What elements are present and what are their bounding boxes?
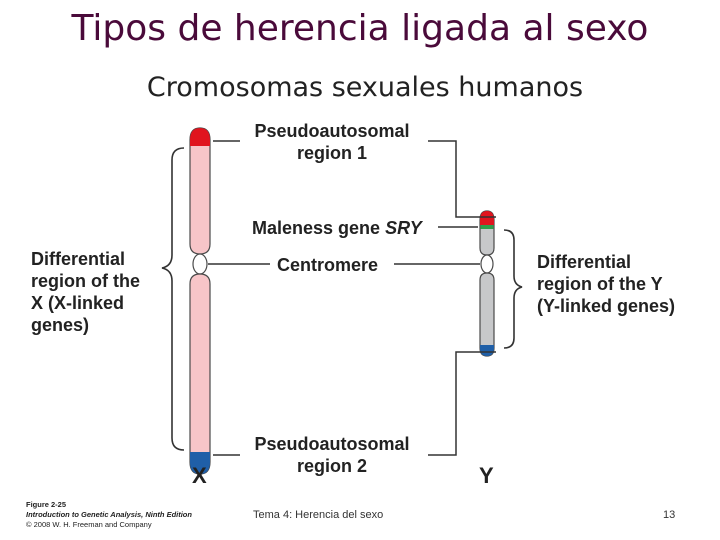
pseudo2-line2: region 2 — [296, 456, 367, 476]
page-number: 13 — [663, 509, 676, 521]
y-pseudoautosomal-region-1 — [480, 211, 494, 225]
pseudoautosomal-region-2-label: Pseudoautosomal region 2 — [232, 433, 432, 477]
x-chromosome-label: X — [192, 463, 207, 488]
y-chromosome — [479, 210, 495, 357]
diff-x-line3: X (X-linked — [31, 293, 125, 313]
maleness-gene-label: Maleness gene SRY — [252, 217, 422, 239]
pseudo1-line2: region 1 — [296, 143, 367, 163]
slide-title: Tipos de herencia ligada al sexo — [71, 8, 649, 49]
slide-subtitle: Cromosomas sexuales humanos — [146, 72, 584, 103]
y-chromosome-lower-arm — [479, 272, 495, 357]
x-centromere — [192, 253, 208, 275]
diff-y-line3: (Y-linked genes) — [537, 296, 676, 316]
sry-gene-name: SRY — [385, 218, 422, 238]
pseudo2-line-right — [428, 351, 496, 456]
pseudoautosomal-region-1-label: Pseudoautosomal region 1 — [232, 120, 432, 164]
x-chromosome-lower-arm — [189, 273, 211, 475]
diff-x-line4: genes) — [31, 315, 90, 335]
figure-credit: Figure 2-25 Introduction to Genetic Anal… — [26, 500, 192, 530]
figure-number: Figure 2-25 — [26, 500, 67, 509]
copyright: © 2008 W. H. Freeman and Company — [26, 520, 152, 529]
diff-y-line2: region of the Y — [537, 274, 663, 294]
maleness-prefix: Maleness gene — [252, 218, 386, 238]
footer-course: Tema 4: Herencia del sexo — [253, 509, 384, 521]
x-pseudoautosomal-region-2 — [190, 452, 210, 474]
x-differential-brace — [161, 147, 185, 451]
y-chromosome-label: Y — [479, 463, 494, 488]
x-pseudoautosomal-region-1 — [190, 128, 210, 146]
x-differential-region-label: Differential region of the X (X-linked g… — [31, 248, 140, 336]
y-pseudoautosomal-region-2 — [480, 345, 494, 356]
connector-lines — [208, 140, 496, 456]
x-chromosome — [189, 127, 211, 475]
y-sry-band — [480, 225, 494, 229]
x-chromosome-upper-arm — [189, 127, 211, 255]
diff-y-line1: Differential — [537, 252, 632, 272]
centromere-label: Centromere — [277, 255, 379, 275]
pseudo2-line1: Pseudoautosomal — [254, 434, 410, 454]
y-differential-region-label: Differential region of the Y (Y-linked g… — [537, 251, 675, 317]
pseudo1-line-right — [428, 140, 496, 218]
diff-x-line1: Differential — [31, 249, 126, 269]
diff-x-line2: region of the — [31, 271, 140, 291]
y-differential-brace — [503, 229, 523, 349]
book-title: Introduction to Genetic Analysis, Ninth … — [26, 510, 192, 519]
y-centromere — [480, 254, 494, 274]
pseudo1-line1: Pseudoautosomal — [254, 121, 410, 141]
